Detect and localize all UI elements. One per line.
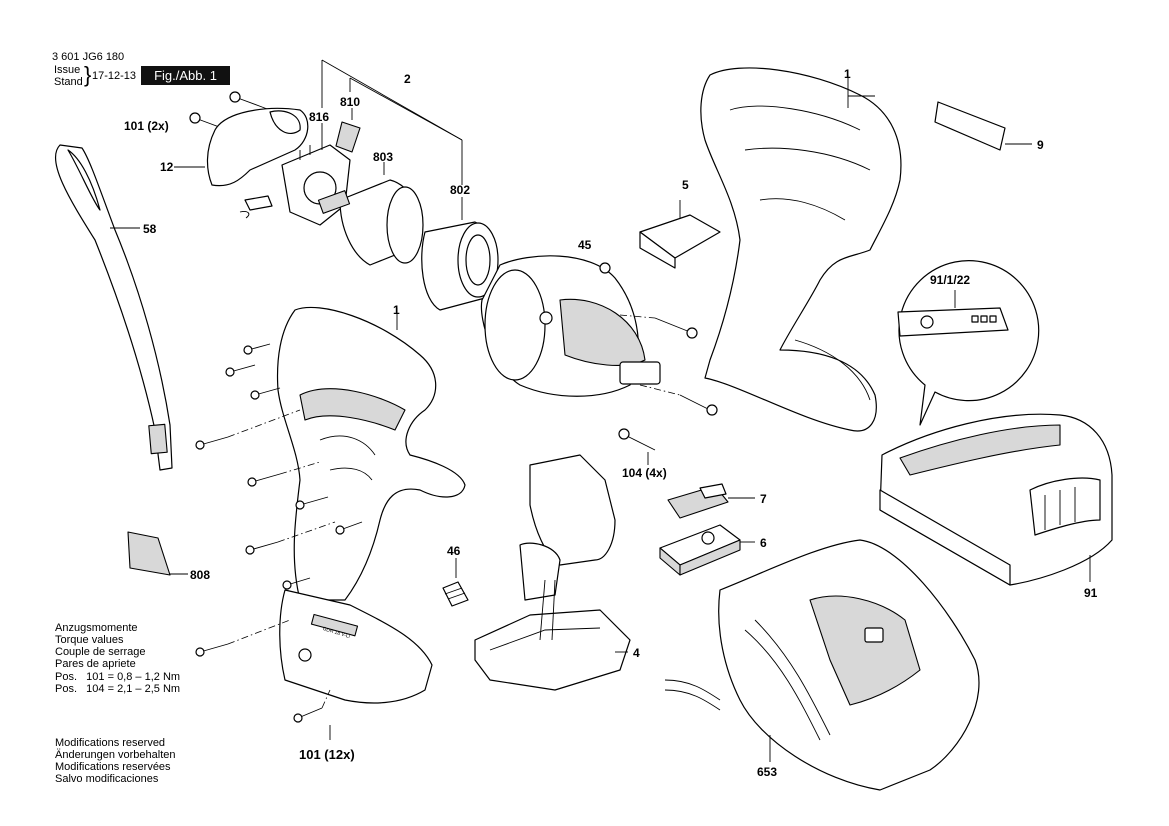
group-2-bracket [321, 59, 463, 220]
callout-810: 810 [340, 95, 361, 109]
part-9-label [934, 101, 1032, 151]
callout-1-mid: 1 [393, 303, 400, 317]
callout-6: 6 [760, 536, 767, 550]
callout-12: 12 [160, 160, 174, 174]
torque-line-2: Torque values [55, 634, 124, 646]
callout-1-top: 1 [844, 67, 851, 81]
callout-46: 46 [447, 544, 461, 558]
part-6 [659, 524, 755, 576]
modifications-line-1: Modifications reserved [55, 737, 166, 749]
callout-2: 2 [404, 72, 411, 86]
torque-line-4: Pares de apriete [55, 658, 136, 670]
part-number: 3 601 JG6 180 [52, 51, 125, 63]
torque-line-1: Anzugsmomente [55, 622, 138, 634]
callout-816: 816 [309, 110, 330, 124]
part-101-screws-left [195, 343, 363, 740]
callout-4: 4 [633, 646, 640, 660]
part-104-screws [618, 314, 718, 465]
part-58-strap [54, 144, 173, 471]
callout-104-4x: 104 (4x) [622, 466, 667, 480]
callout-45: 45 [578, 238, 592, 252]
callout-9: 9 [1037, 138, 1044, 152]
brace: } [84, 62, 92, 87]
stand-label: Stand [54, 76, 83, 88]
torque-line-5: Pos. 101 = 0,8 – 1,2 Nm [55, 671, 181, 683]
callout-808: 808 [190, 568, 211, 582]
modifications-line-3: Modifications reservées [55, 761, 171, 773]
callout-101-12x: 101 (12x) [299, 747, 355, 762]
part-803-rotor [317, 179, 424, 266]
part-91-battery [879, 413, 1113, 586]
part-12-cover [174, 107, 309, 187]
callout-802: 802 [450, 183, 471, 197]
modifications-line-2: Änderungen vorbehalten [55, 749, 176, 761]
callout-5: 5 [682, 178, 689, 192]
callout-7: 7 [760, 492, 767, 506]
figure-label: Fig./Abb. 1 [141, 66, 230, 85]
part-1-housing-right [700, 67, 902, 432]
part-808-label [127, 531, 188, 576]
small-clip [239, 195, 273, 219]
callout-101-2x: 101 (2x) [124, 119, 169, 133]
part-1-housing-left [276, 306, 466, 704]
part-802-stator [421, 221, 499, 311]
part-653-charger [664, 539, 980, 791]
issue-date: 17-12-13 [92, 70, 137, 82]
callout-91-1-22: 91/1/22 [930, 273, 971, 287]
part-4-switch [474, 454, 631, 691]
modifications-line-4: Salvo modificaciones [55, 773, 159, 785]
part-46-spring [442, 558, 469, 607]
callout-653: 653 [757, 765, 778, 779]
callout-803: 803 [373, 150, 394, 164]
issue-label: Issue [54, 64, 81, 76]
torque-line-3: Couple de serrage [55, 646, 146, 658]
part-816-electronics [281, 144, 351, 226]
part-5-trigger [639, 200, 721, 269]
torque-line-6: Pos. 104 = 2,1 – 2,5 Nm [55, 683, 181, 695]
callout-91: 91 [1084, 586, 1098, 600]
detail-91-1-22 [897, 260, 1040, 426]
part-7 [667, 483, 755, 519]
part-45-gear-housing [480, 255, 661, 397]
part-810 [335, 121, 361, 153]
callout-58: 58 [143, 222, 157, 236]
